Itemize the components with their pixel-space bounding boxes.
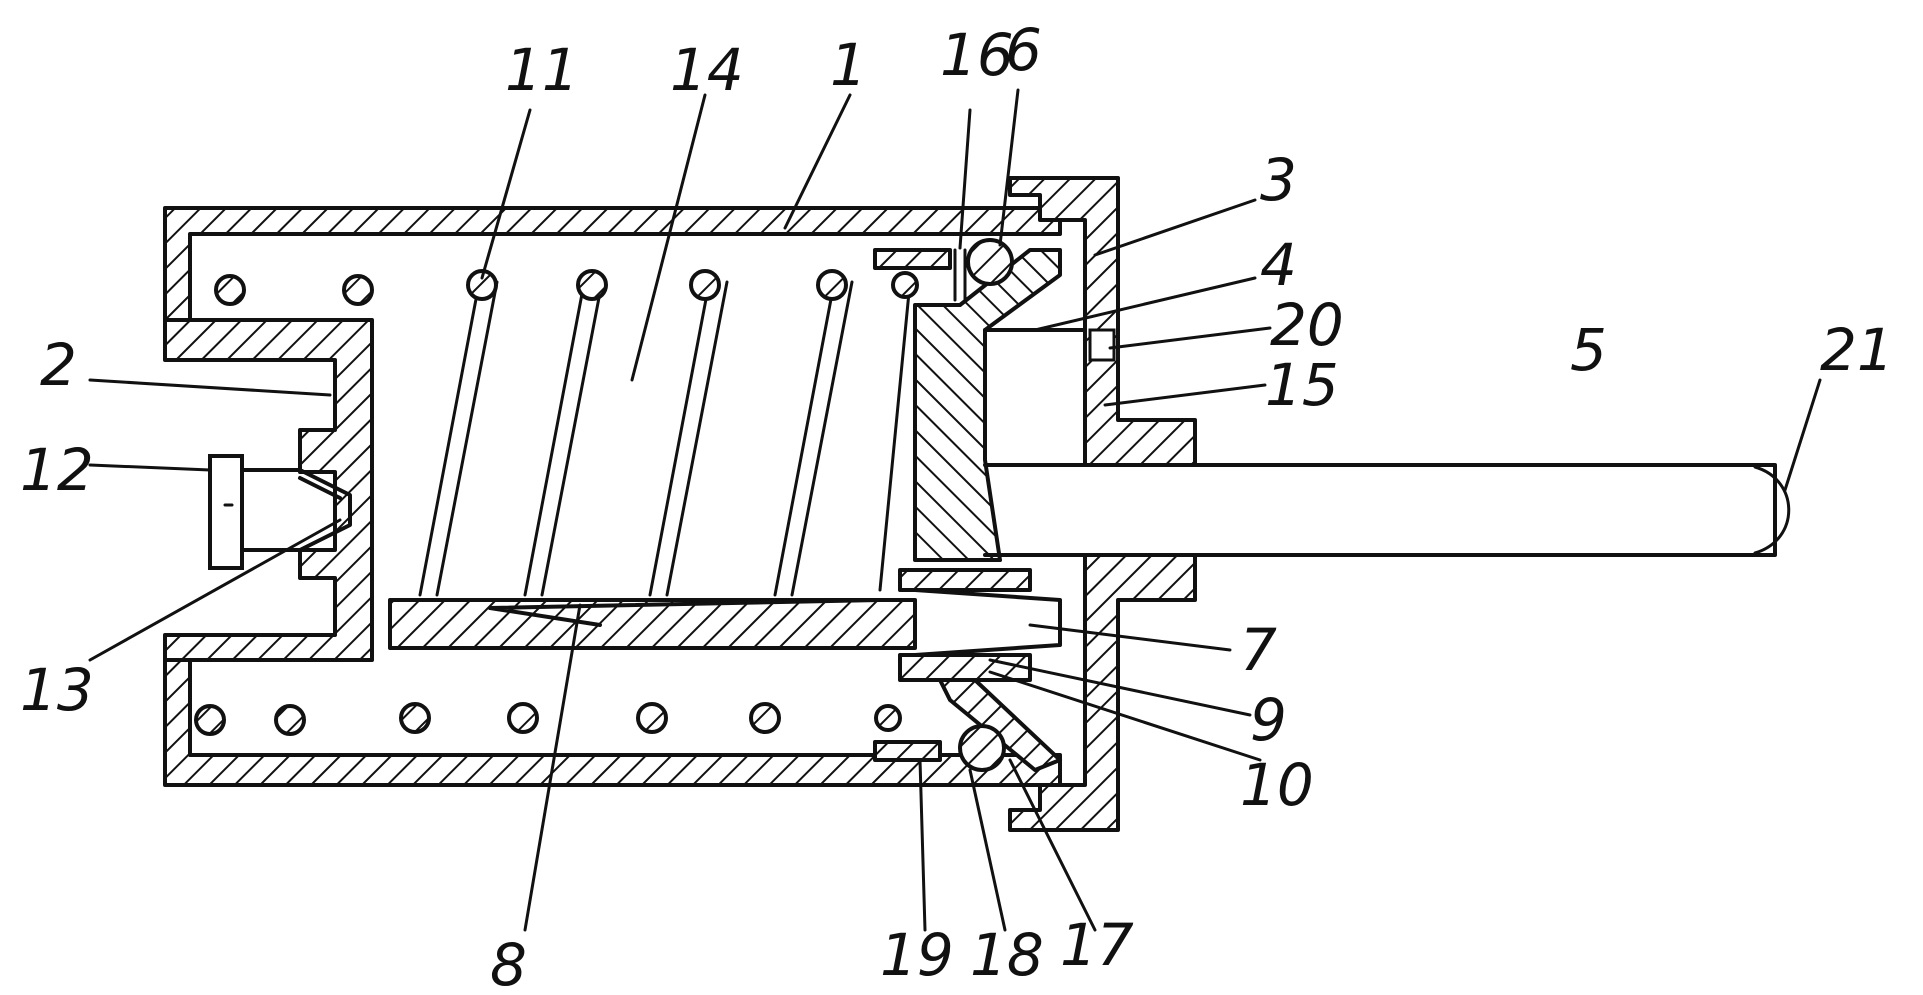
label-14: 14	[670, 36, 744, 104]
label-4: 4	[1260, 231, 1297, 299]
chamber-15	[985, 330, 1085, 555]
label-21: 21	[1820, 316, 1894, 384]
label-16: 16	[940, 21, 1014, 89]
label-12: 12	[20, 436, 94, 504]
label-17: 17	[1060, 911, 1134, 979]
label-2: 2	[40, 331, 77, 399]
label-18: 18	[970, 921, 1044, 989]
label-20: 20	[1270, 291, 1344, 359]
label-6: 6	[1005, 16, 1042, 84]
label-8: 8	[490, 931, 527, 995]
label-7: 7	[1240, 616, 1277, 684]
label-19: 19	[880, 921, 954, 989]
label-13: 13	[20, 656, 94, 724]
label-1: 1	[830, 31, 867, 99]
label-5: 5	[1570, 316, 1607, 384]
label-9: 9	[1250, 686, 1287, 754]
rod-5	[985, 465, 1789, 555]
label-10: 10	[1240, 751, 1314, 819]
guide-tube-8	[390, 570, 1060, 680]
label-11: 11	[505, 36, 579, 104]
label-3: 3	[1260, 146, 1297, 214]
label-15: 15	[1265, 351, 1339, 419]
